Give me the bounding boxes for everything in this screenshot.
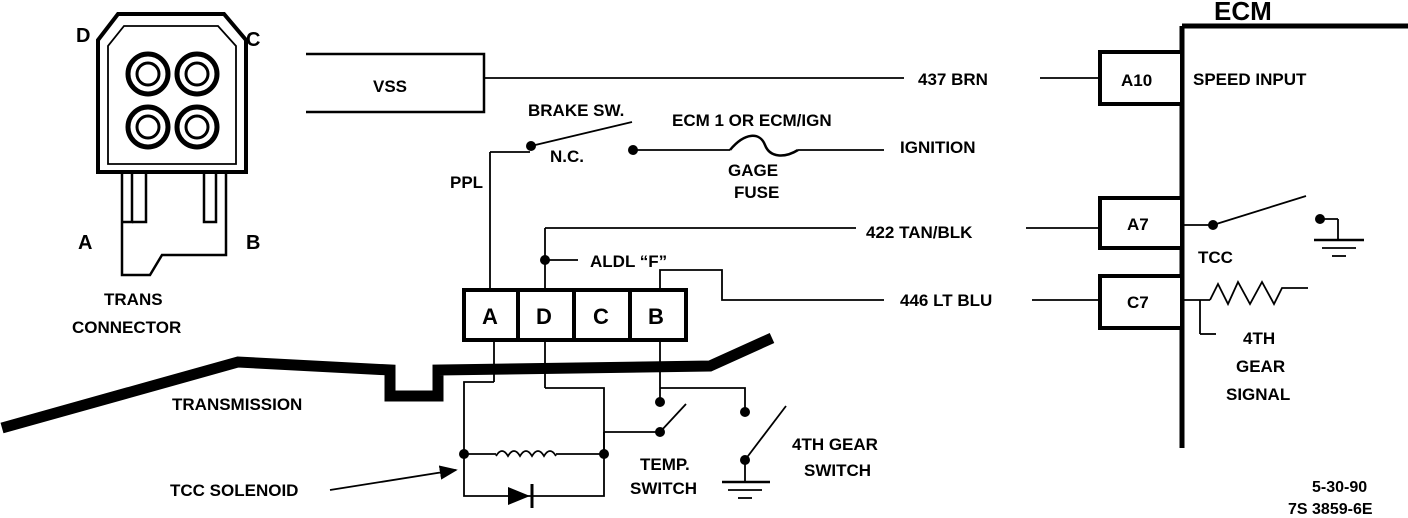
connector-terminals [125, 51, 220, 150]
fourth-gear-switch [722, 405, 787, 499]
tcc-solenoid [459, 449, 609, 508]
tcc-solenoid-pointer [329, 465, 458, 491]
speed-input-label: SPEED INPUT [1193, 70, 1307, 89]
vss-label: VSS [373, 77, 407, 96]
ecm-pin-a10 [1098, 50, 1184, 106]
case-pin-b-label: B [648, 304, 664, 329]
temp-switch-label-1: TEMP. [640, 455, 690, 474]
transmission-label: TRANSMISSION [172, 395, 302, 414]
brake-switch-state-label: N.C. [550, 147, 584, 166]
ecm-pin-c7 [1098, 274, 1184, 330]
fourth-gear-wire [659, 269, 884, 301]
tcc-solenoid-label: TCC SOLENOID [170, 481, 298, 500]
brake-switch-label: BRAKE SW. [528, 101, 624, 120]
diode-icon [508, 484, 534, 508]
case-pin-d-label: D [536, 304, 552, 329]
tcc-wire-label: 422 TAN/BLK [866, 223, 973, 242]
trans-connector-label-2: CONNECTOR [72, 318, 181, 337]
connector-pin-b-label: B [246, 232, 260, 254]
diagram-code: 7S 3859-6E [1288, 501, 1373, 518]
ecm-title: ECM [1214, 0, 1272, 26]
fourth-gear-wire-label: 446 LT BLU [900, 291, 992, 310]
brake-switch: BRAKE SW. N.C. [489, 101, 638, 290]
internal-wiring [463, 340, 746, 497]
tcc-ecm-label: TCC [1198, 248, 1233, 267]
solenoid-coil-icon [495, 450, 557, 458]
case-connector: A D C B [462, 288, 688, 342]
ecm-pin-a7-label: A7 [1127, 215, 1149, 234]
connector-pin-c-label: C [246, 29, 260, 51]
aldl-label: ALDL “F” [590, 252, 667, 271]
fourth-gear-signal-label-3: SIGNAL [1226, 385, 1290, 404]
transmission-case [0, 332, 775, 434]
fourth-gear-switch-label-2: SWITCH [804, 461, 871, 480]
ecm-pin-a7 [1098, 196, 1184, 250]
vss-sensor: VSS [306, 52, 486, 114]
trans-connector-label-1: TRANS [104, 290, 163, 309]
connector-pin-a-label: A [78, 232, 92, 254]
ecm-pin-c7-label: C7 [1127, 293, 1149, 312]
fuse-source-label: ECM 1 OR ECM/IGN [672, 111, 832, 130]
gage-fuse-label-1: GAGE [728, 161, 778, 180]
fourth-gear-resistor [1182, 279, 1308, 335]
temp-switch-label-2: SWITCH [630, 479, 697, 498]
connector-pin-d-label: D [76, 25, 90, 47]
fourth-gear-signal-label-1: 4TH [1243, 329, 1275, 348]
ignition-label: IGNITION [900, 138, 976, 157]
speed-wire-label: 437 BRN [918, 70, 988, 89]
fourth-gear-switch-label-1: 4TH GEAR [792, 435, 878, 454]
case-pin-a-label: A [482, 304, 498, 329]
case-pin-c-label: C [593, 304, 609, 329]
trans-connector: D C A B TRANS CONNECTOR [72, 12, 260, 337]
ecm-module: ECM A10 SPEED INPUT A7 C7 TCC [1098, 0, 1408, 448]
tcc-internal-switch [1182, 195, 1364, 257]
ppl-wire-label: PPL [450, 173, 483, 192]
ecm-pin-a10-label: A10 [1121, 71, 1152, 90]
fourth-gear-signal-label-2: GEAR [1236, 357, 1285, 376]
diagram-date: 5-30-90 [1312, 479, 1367, 496]
gage-fuse-label-2: FUSE [734, 183, 779, 202]
temp-switch [655, 397, 687, 437]
gage-fuse-icon [729, 134, 799, 157]
connector-latch [120, 172, 228, 277]
